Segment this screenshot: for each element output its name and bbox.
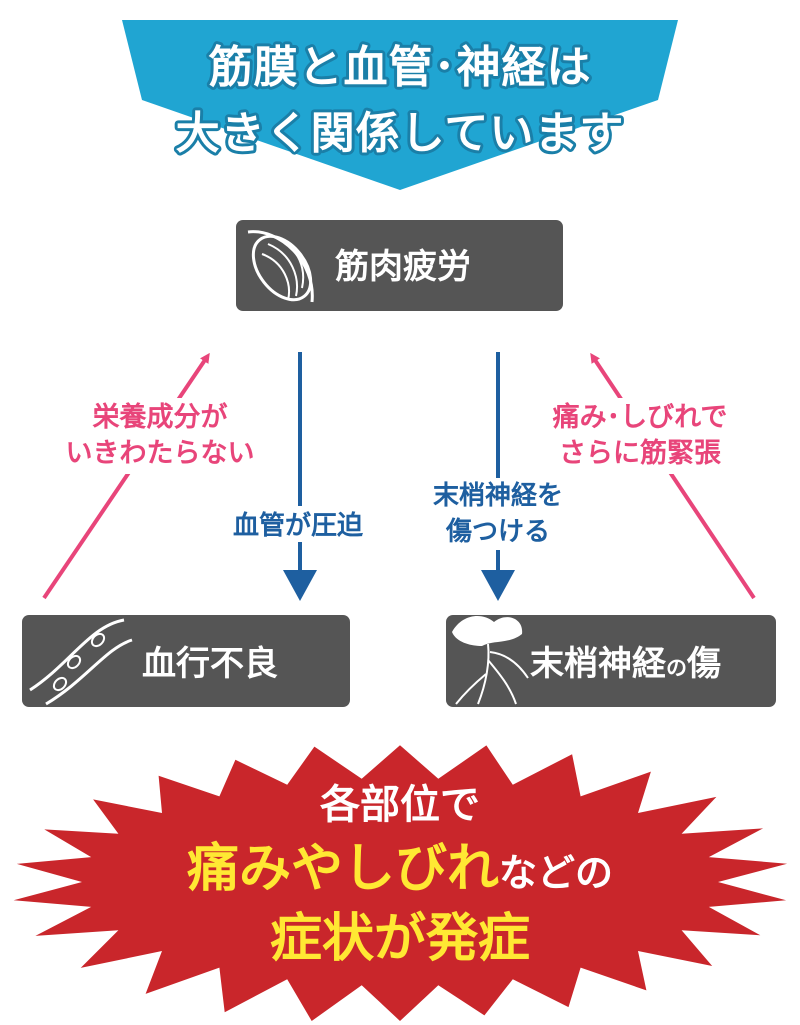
edge-right-up-line-2: さらに筋緊張 [559, 437, 722, 469]
burst-shape [13, 745, 788, 1021]
node-muscle-fatigue-box [236, 220, 563, 311]
title-banner: 筋膜と血管･神経は 大きく関係しています [122, 20, 678, 190]
edge-right-down-line-1: 末梢神経を [433, 480, 563, 511]
arrow-right-down [481, 352, 515, 601]
result-burst: 各部位で 痛みやしびれなどの 症状が発症 [13, 745, 788, 1021]
edge-left-down-label: 血管が圧迫 [233, 510, 364, 541]
blood-vessel-icon [29, 618, 133, 706]
title-banner-shape [122, 20, 678, 190]
result-line-3: 症状が発症 [270, 909, 530, 969]
arrow-right-up [590, 352, 756, 600]
nerve-cell-icon [452, 616, 529, 705]
result-line-1: 各部位で [320, 782, 480, 828]
muscle-icon [247, 230, 314, 303]
node-poor-circulation: 血行不良 [22, 615, 350, 707]
node-nerve-damage-box [446, 615, 776, 707]
node-nerve-damage: 末梢神経の傷 [446, 615, 776, 707]
node-poor-circulation-label: 血行不良 [142, 644, 278, 684]
node-muscle-fatigue: 筋肉疲労 [236, 220, 563, 311]
arrow-left-up [42, 352, 210, 600]
edge-left-up-line-2: いきわたらない [66, 438, 255, 469]
arrow-left-down [283, 352, 317, 601]
edge-right-up-line-1: 痛み･しびれで [553, 401, 728, 433]
node-muscle-fatigue-label: 筋肉疲労 [335, 247, 471, 287]
edge-right-down-line-2: 傷つける [445, 517, 550, 547]
node-nerve-damage-label: 末梢神経の傷 [530, 644, 721, 684]
edge-left-up-line-1: 栄養成分が [92, 401, 228, 433]
result-line-2: 痛みやしびれなどの [187, 839, 613, 899]
title-line-2: 大きく関係しています [176, 108, 625, 159]
title-line-1: 筋膜と血管･神経は [209, 42, 592, 93]
